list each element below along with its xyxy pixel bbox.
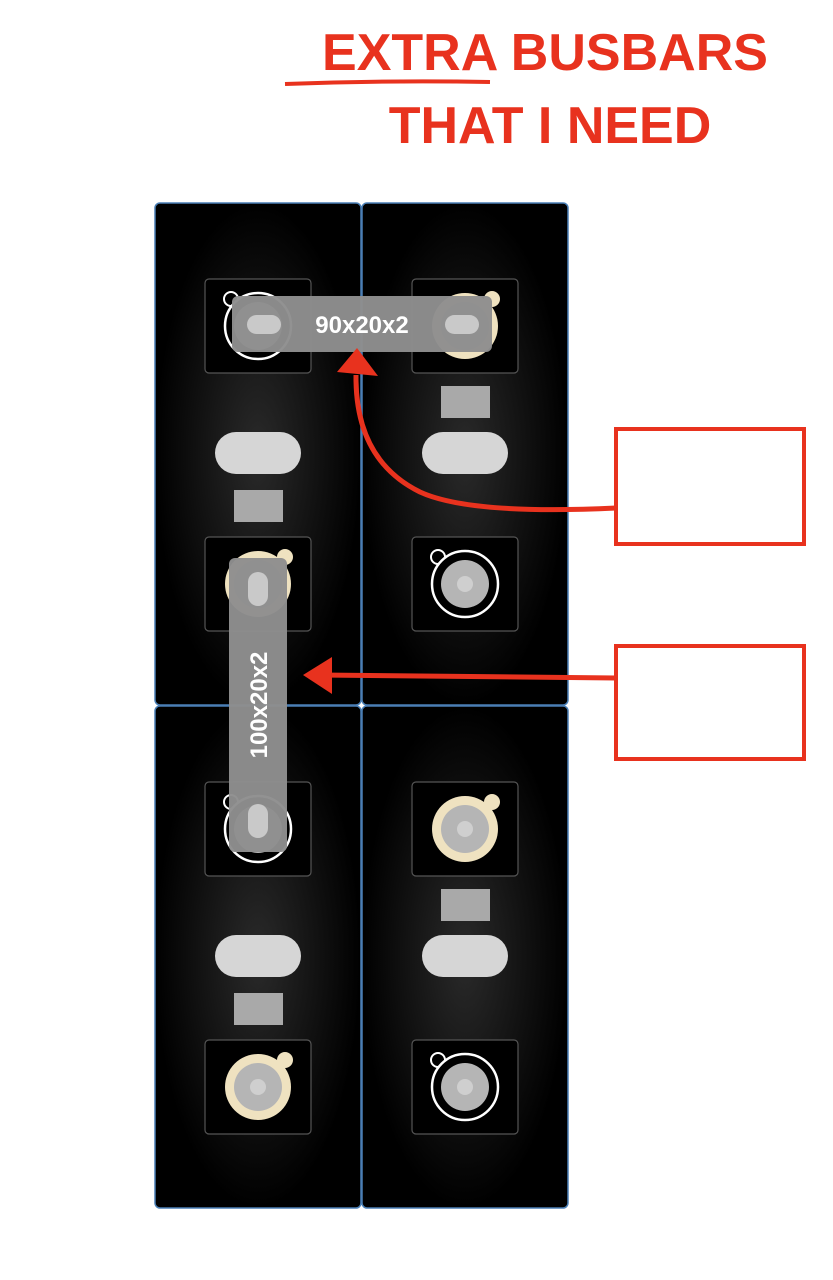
arrowhead-left bbox=[303, 657, 332, 694]
empty-box-2 bbox=[614, 644, 806, 761]
positive-terminal bbox=[411, 781, 519, 877]
annotations bbox=[319, 374, 806, 761]
label-square bbox=[234, 993, 283, 1025]
vent bbox=[215, 432, 301, 474]
busbar-label: 90x20x2 bbox=[315, 312, 408, 339]
busbar-hole bbox=[248, 572, 268, 606]
busbar-hole bbox=[248, 804, 268, 838]
busbar-horizontal: 90x20x2 bbox=[232, 296, 492, 352]
title-line-2: THAT I NEED bbox=[389, 97, 712, 155]
positive-terminal bbox=[204, 1039, 312, 1135]
negative-terminal bbox=[411, 536, 519, 632]
busbar-vertical: 100x20x2 bbox=[229, 558, 287, 852]
negative-terminal bbox=[411, 1039, 519, 1135]
vent bbox=[215, 935, 301, 977]
busbar-hole bbox=[445, 315, 479, 334]
cell-top-right bbox=[361, 202, 569, 706]
busbar-hole bbox=[247, 315, 281, 334]
empty-box-1 bbox=[614, 427, 806, 546]
vent bbox=[422, 935, 508, 977]
label-square bbox=[234, 490, 283, 522]
title-line-1: EXTRA BUSBARS bbox=[322, 24, 768, 82]
arrowhead-up bbox=[337, 348, 378, 376]
label-square bbox=[441, 889, 490, 921]
vent bbox=[422, 432, 508, 474]
label-square bbox=[441, 386, 490, 418]
arrow-curve bbox=[353, 374, 617, 513]
cell-bottom-right bbox=[361, 705, 569, 1209]
busbar-label: 100x20x2 bbox=[246, 652, 273, 759]
arrow-straight bbox=[319, 672, 617, 681]
title-underline bbox=[284, 79, 491, 86]
